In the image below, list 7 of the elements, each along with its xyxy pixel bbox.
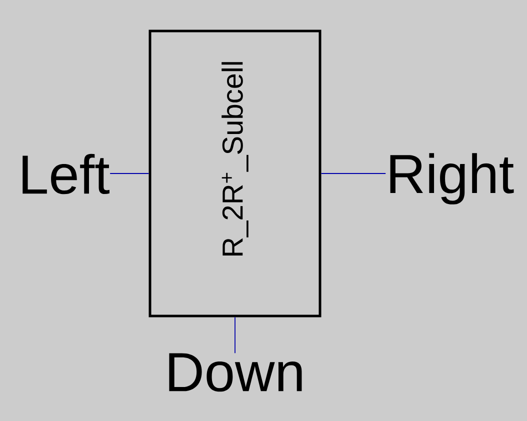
pin-line [320,173,386,174]
pin-label: Right [390,153,514,204]
subcell-box: R_2R$^{+}$_Subcell [148,30,322,318]
pin-label: Left [22,154,110,194]
pin-label: Down [169,353,302,392]
pin-line [110,173,150,174]
pin-line [234,316,236,354]
